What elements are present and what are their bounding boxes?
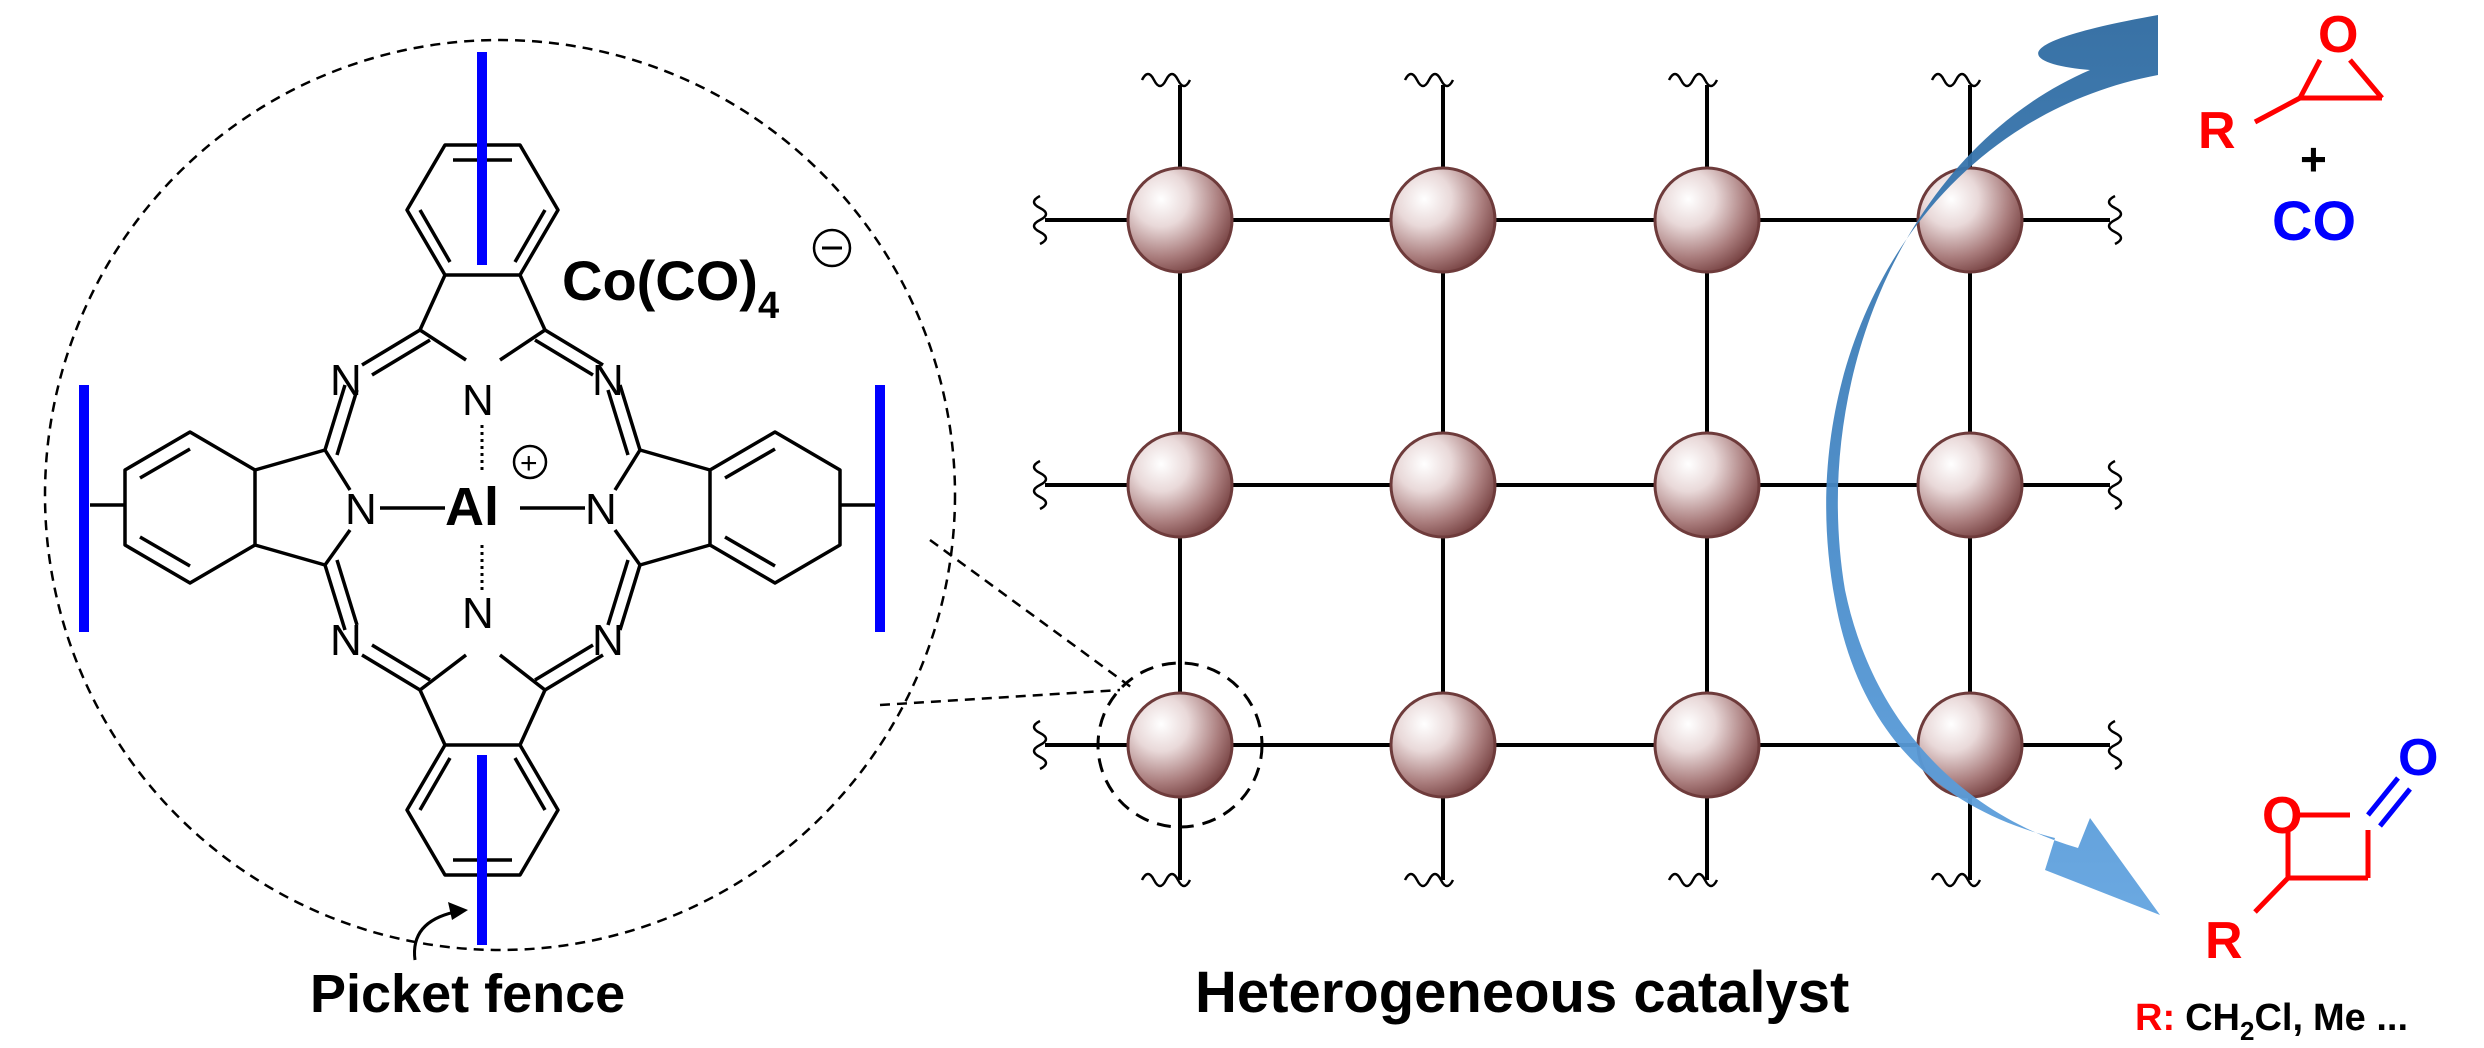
wavy-bond-end-icon	[1667, 872, 1719, 888]
magnifier-circle	[43, 38, 957, 952]
network-node	[1653, 431, 1761, 539]
carbonyl-oxygen: O	[2398, 729, 2438, 787]
reactants: O R + CO	[2198, 6, 2384, 252]
nitrogen-meso-top-right: N	[592, 356, 624, 405]
epoxide-r-group: R	[2198, 102, 2236, 160]
network-node	[1653, 166, 1761, 274]
selected-node-highlight	[1096, 661, 1264, 829]
positive-charge-sign: +	[520, 447, 538, 480]
nitrogen-bottom: N	[462, 589, 494, 638]
epoxide-ring	[2253, 58, 2384, 125]
magnified-molecule: N N N N N N N N Al + Co(CO)4 Picket	[43, 38, 1136, 1024]
nitrogen-right: N	[585, 485, 617, 534]
wavy-bond-end-icon	[1140, 872, 1192, 888]
picket-fences	[79, 52, 885, 945]
network-node	[1126, 691, 1234, 799]
curved-arrow-icon	[413, 902, 468, 961]
positive-charge-circle	[512, 444, 548, 480]
negative-charge-circle	[812, 228, 852, 268]
r-group-definition: R:CH2Cl,Me ...	[2135, 997, 2408, 1046]
wavy-bond-end-icon	[1667, 72, 1719, 88]
nitrogen-meso-bottom-right: N	[592, 616, 624, 665]
magnifier-connector-lower	[879, 688, 1121, 707]
lactone-r-group: R	[2205, 912, 2243, 970]
network-node	[1126, 431, 1234, 539]
carbonyl-bond	[2366, 776, 2412, 828]
nitrogen-meso-top-left: N	[330, 356, 362, 405]
product: O O R R:CH2Cl,Me ...	[2135, 729, 2438, 1046]
network-node	[1389, 691, 1497, 799]
network-node	[1389, 166, 1497, 274]
network-node	[1389, 431, 1497, 539]
catalyst-network	[1032, 72, 2123, 888]
wavy-bond-end-icon	[1140, 72, 1192, 88]
wavy-bond-end-icon	[1403, 72, 1455, 88]
wavy-bond-end-icon	[2107, 719, 2123, 771]
network-node	[1916, 431, 2024, 539]
wavy-bond-end-icon	[1032, 459, 1048, 511]
wavy-bond-end-icon	[2107, 459, 2123, 511]
phthalocyanine-bonds	[90, 143, 875, 877]
wavy-bond-end-icon	[1403, 872, 1455, 888]
plus-sign: +	[2300, 133, 2327, 185]
aluminium-center: Al	[445, 477, 499, 537]
nitrogen-meso-bottom-left: N	[330, 616, 362, 665]
wavy-bond-end-icon	[1032, 194, 1048, 246]
counter-ion: Co(CO)4	[562, 249, 779, 327]
wavy-bond-end-icon	[1930, 72, 1982, 88]
lactone-ring-oxygen: O	[2262, 787, 2302, 845]
network-node	[1126, 166, 1234, 274]
wavy-bond-end-icon	[2107, 194, 2123, 246]
atom-labels: N N N N N N N N	[330, 356, 624, 665]
nitrogen-top: N	[462, 376, 494, 425]
picket-fence-label: Picket fence	[310, 964, 625, 1024]
lactone-ring	[2253, 812, 2371, 914]
wavy-bond-end-icon	[1930, 872, 1982, 888]
heterogeneous-catalyst-label: Heterogeneous catalyst	[1195, 960, 1849, 1025]
network-node	[1916, 691, 2024, 799]
epoxide-oxygen: O	[2318, 6, 2358, 64]
nitrogen-left: N	[345, 485, 377, 534]
network-node	[1916, 166, 2024, 274]
carbon-monoxide: CO	[2272, 189, 2356, 252]
magnifier-connector-upper	[929, 538, 1136, 692]
network-node	[1653, 691, 1761, 799]
wavy-bond-end-icon	[1032, 719, 1048, 771]
